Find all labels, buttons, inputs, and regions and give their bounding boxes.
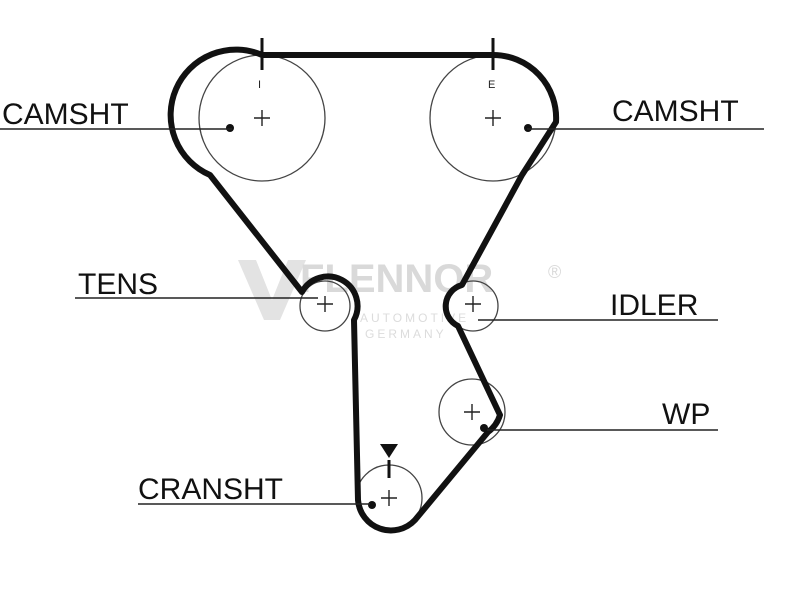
exhaust-dot-icon — [524, 124, 532, 132]
label-water-pump: WP — [662, 398, 710, 431]
watermark-line1: AUTOMOTIVE — [360, 311, 469, 325]
center-cross-icon — [464, 404, 480, 420]
exhaust-mark-label: E — [488, 79, 495, 91]
intake-mark-label: I — [258, 79, 261, 91]
watermark-line2: GERMANY — [365, 327, 447, 341]
label-idler: IDLER — [610, 289, 698, 322]
watermark-logo-icon — [238, 260, 306, 320]
intake-dot-icon — [226, 124, 234, 132]
label-camshaft-intake: CAMSHT — [2, 98, 129, 131]
water-pump-dot-icon — [480, 424, 488, 432]
label-tensioner: TENS — [78, 268, 158, 301]
pulley-centers — [254, 110, 501, 506]
label-camshaft-exhaust: CAMSHT — [612, 95, 739, 128]
center-cross-icon — [381, 490, 397, 506]
crank-dot-icon — [368, 501, 376, 509]
tensioner-pulley — [299, 280, 351, 332]
crank-arrow-icon — [380, 444, 398, 458]
watermark-registered: ® — [548, 262, 561, 282]
center-cross-icon — [485, 110, 501, 126]
center-cross-icon — [465, 296, 481, 312]
center-cross-icon — [317, 296, 333, 312]
timing-belt — [167, 46, 560, 534]
water-pump-pulley — [438, 378, 506, 446]
label-crankshaft: CRANSHT — [138, 473, 283, 506]
center-cross-icon — [254, 110, 270, 126]
